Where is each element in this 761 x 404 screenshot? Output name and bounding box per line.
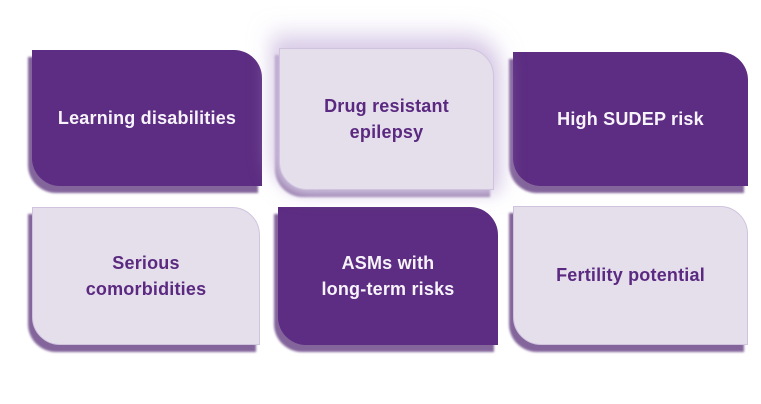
box-high-sudep-risk: High SUDEP risk — [513, 52, 748, 186]
box-learning-disabilities-label: Learning disabilities — [57, 107, 237, 128]
box-fertility-potential-label: Fertility potential — [556, 265, 705, 286]
box-drug-resistant-epilepsy: Drug resistant epilepsy — [279, 48, 494, 190]
box-drug-resistant-epilepsy-label: Drug resistant epilepsy — [324, 95, 449, 142]
box-serious-comorbidities: Serious comorbidities — [32, 207, 260, 345]
box-fertility-potential: Fertility potential — [513, 206, 748, 345]
box-high-sudep-risk-label: High SUDEP risk — [557, 108, 704, 129]
box-asms-long-term-risks: ASMs with long-term risks — [278, 207, 498, 345]
box-asms-long-term-risks-label: ASMs with long-term risks — [321, 252, 455, 299]
box-learning-disabilities: Learning disabilities — [32, 50, 262, 186]
box-serious-comorbidities-label: Serious comorbidities — [85, 252, 207, 299]
